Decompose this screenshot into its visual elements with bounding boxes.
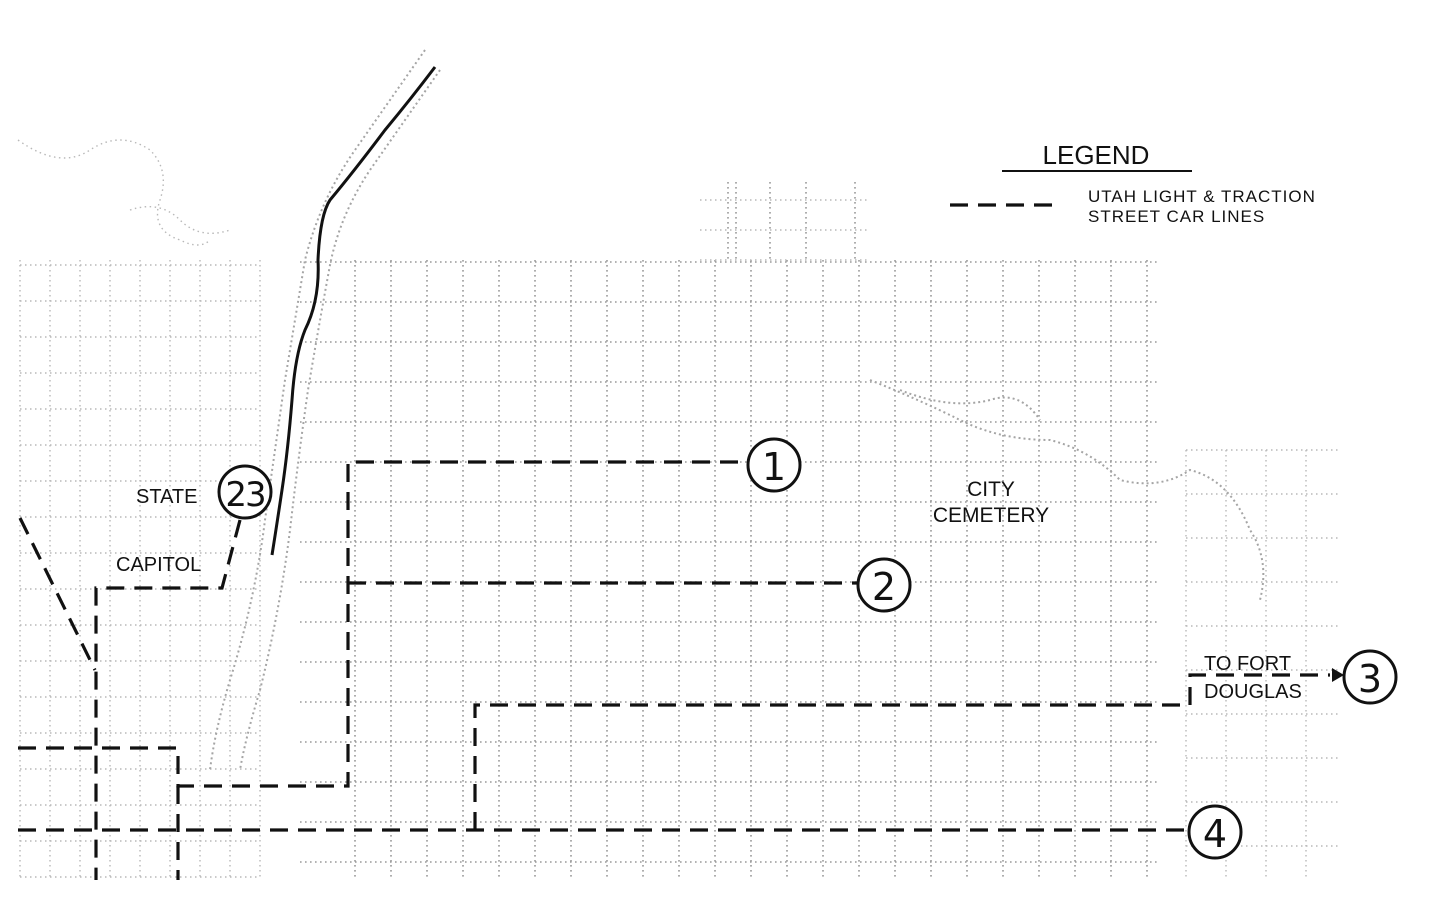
route-marker-2: 2 [856, 557, 912, 613]
route-marker-3: 3 [1342, 649, 1398, 705]
legend-line1: UTAH LIGHT & TRACTION [1088, 187, 1316, 206]
route-1-label: 1 [762, 445, 786, 489]
route-marker-4: 4 [1187, 804, 1243, 860]
canyon-road [270, 66, 437, 556]
terrain-outline [17, 139, 211, 246]
fort-label-line2: DOUGLAS [1204, 681, 1302, 703]
legend-line2: STREET CAR LINES [1088, 207, 1265, 226]
street-grid [19, 182, 1340, 880]
cemetery-boundary-2 [899, 389, 1041, 421]
car-line-23 [94, 519, 242, 880]
legend: LEGEND UTAH LIGHT & TRACTION STREET CAR … [950, 140, 1316, 226]
car-line-3 [473, 673, 1330, 830]
cemetery-label-line1: CITY [967, 478, 1015, 501]
route-23-label: 23 [225, 475, 264, 515]
terrain-outline-2 [129, 206, 231, 234]
car-line-diagonal [18, 517, 97, 671]
car-line-1 [18, 460, 738, 788]
route-3-label: 3 [1358, 657, 1382, 701]
creek-outline-left [209, 49, 426, 771]
fort-label-line1: TO FORT [1204, 653, 1291, 675]
cemetery-boundary [869, 379, 1265, 601]
street-car-lines [18, 460, 1330, 880]
route-4-label: 4 [1203, 812, 1227, 856]
arrow-icon [1332, 668, 1344, 682]
cemetery-label-line2: CEMETERY [933, 504, 1049, 527]
route-marker-23: 23 [217, 464, 273, 520]
route-2-label: 2 [872, 565, 896, 609]
state-label: STATE [136, 486, 197, 508]
legend-title: LEGEND [1043, 140, 1150, 170]
route-marker-1: 1 [746, 437, 802, 493]
capitol-label: CAPITOL [116, 554, 201, 576]
